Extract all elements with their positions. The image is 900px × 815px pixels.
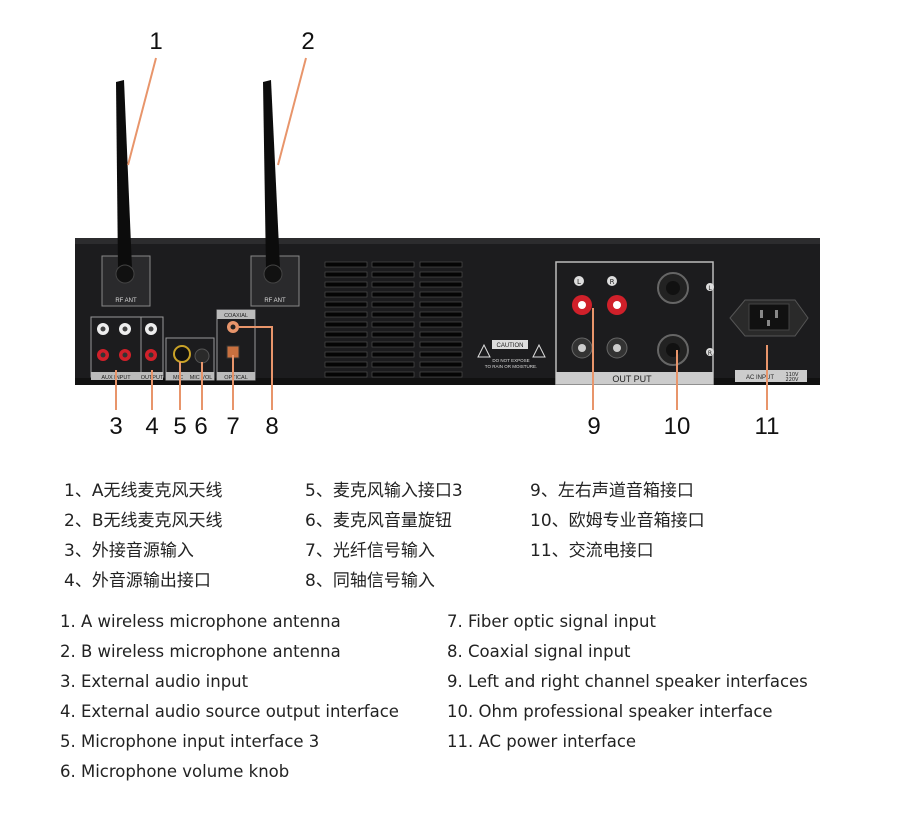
- callout-3: 3: [109, 413, 123, 440]
- svg-text:DO NOT EXPOSE: DO NOT EXPOSE: [492, 358, 529, 363]
- rf-ant-label: RF ANT: [115, 298, 137, 304]
- binding-post-terminals: [571, 295, 628, 359]
- legend-zh-item: 11、交流电接口: [530, 541, 654, 561]
- vent-slot: [324, 371, 368, 378]
- left-channel-label: L: [577, 278, 581, 286]
- vent-slot: [324, 291, 368, 298]
- vent-slot: [371, 361, 415, 368]
- legend-zh-item: 2、B无线麦克风天线: [64, 511, 223, 531]
- device-illustration: RF ANT RF ANT AUX INPUT OUTPUT MIC MIC V…: [75, 57, 820, 410]
- legend-zh-item: 3、外接音源输入: [64, 541, 194, 561]
- vent-slot: [371, 281, 415, 288]
- vent-slot: [324, 311, 368, 318]
- callout-10: 10: [663, 413, 691, 440]
- vent-slot: [324, 361, 368, 368]
- aux-output-jacks: [145, 323, 157, 361]
- vent-slot: [371, 301, 415, 308]
- legend-zh-item: 9、左右声道音箱接口: [530, 481, 694, 501]
- callout-1: 1: [149, 28, 163, 55]
- vent-slot: [419, 351, 463, 358]
- rf-ant-label: RF ANT: [264, 298, 286, 304]
- vent-slot: [419, 371, 463, 378]
- vent-slot: [324, 321, 368, 328]
- legend-zh-item: 10、欧姆专业音箱接口: [530, 511, 705, 531]
- ac-power-inlet: [729, 299, 809, 337]
- vent-slot: [371, 311, 415, 318]
- vent-slot: [324, 351, 368, 358]
- vent-slot: [371, 371, 415, 378]
- voltage-220-label: 220V: [786, 377, 800, 383]
- legend-en-item: 2. B wireless microphone antenna: [60, 642, 341, 661]
- legend-zh-item: 1、A无线麦克风天线: [64, 481, 223, 501]
- coaxial-label: COAXIAL: [224, 313, 248, 319]
- aux-input-jacks: [97, 323, 131, 361]
- svg-text:TO RAIN OR MOISTURE.: TO RAIN OR MOISTURE.: [485, 364, 537, 369]
- callout-9: 9: [587, 413, 601, 440]
- vent-slot: [324, 281, 368, 288]
- vent-slot: [371, 331, 415, 338]
- legend-en-item: 9. Left and right channel speaker interf…: [447, 672, 808, 691]
- vent-slot: [419, 311, 463, 318]
- caution-label: CAUTION DO NOT EXPOSE TO RAIN OR MOISTUR…: [477, 340, 546, 369]
- vent-slot: [419, 331, 463, 338]
- legend-en-item: 3. External audio input: [60, 672, 249, 691]
- legend-en-item: 8. Coaxial signal input: [447, 642, 631, 661]
- vent-slot: [371, 351, 415, 358]
- svg-text:CAUTION: CAUTION: [497, 343, 524, 349]
- legend-zh-item: 7、光纤信号输入: [305, 541, 435, 561]
- vent-slot: [419, 361, 463, 368]
- vent-slot: [371, 271, 415, 278]
- speakon-left-label: L: [708, 285, 712, 292]
- output-label: OUT PUT: [612, 374, 652, 384]
- legend-zh-item: 5、麦克风输入接口3: [305, 481, 463, 501]
- vent-slot: [324, 271, 368, 278]
- mic-input-jack: [173, 345, 191, 363]
- callout-leader-lines: [115, 57, 768, 410]
- voltage-110-label: 110V: [786, 372, 800, 378]
- ventilation-grille: [324, 261, 463, 378]
- legend-en-item: 10. Ohm professional speaker interface: [447, 702, 773, 721]
- vent-slot: [371, 261, 415, 268]
- legend-en-item: 11. AC power interface: [447, 732, 637, 751]
- callout-7: 7: [226, 413, 240, 440]
- legend-zh-item: 4、外音源输出接口: [64, 571, 211, 591]
- callout-2: 2: [301, 28, 315, 55]
- vent-slot: [419, 321, 463, 328]
- vent-slot: [419, 341, 463, 348]
- callout-6: 6: [194, 413, 208, 440]
- vent-slot: [371, 341, 415, 348]
- vent-slot: [324, 331, 368, 338]
- callout-8: 8: [265, 413, 279, 440]
- callout-4: 4: [145, 413, 159, 440]
- legend-zh-item: 8、同轴信号输入: [305, 571, 435, 591]
- vent-slot: [371, 321, 415, 328]
- vent-slot: [419, 281, 463, 288]
- legend-en-item: 5. Microphone input interface 3: [60, 732, 320, 751]
- legend-en-item: 7. Fiber optic signal input: [447, 612, 656, 631]
- callout-5: 5: [173, 413, 187, 440]
- antenna-a: [116, 80, 132, 270]
- right-channel-label: R: [610, 278, 615, 286]
- mic-volume-knob: [194, 348, 210, 364]
- legend-en-item: 4. External audio source output interfac…: [60, 702, 399, 721]
- optical-label: OPTICAL: [224, 375, 248, 381]
- vent-slot: [419, 261, 463, 268]
- antenna-b: [263, 80, 280, 270]
- legend-en-item: 1. A wireless microphone antenna: [60, 612, 341, 631]
- vent-slot: [324, 341, 368, 348]
- legend-zh-item: 6、麦克风音量旋钮: [305, 511, 452, 531]
- vent-slot: [371, 291, 415, 298]
- callout-11: 11: [754, 413, 780, 440]
- vent-slot: [324, 261, 368, 268]
- mic-label: MIC: [173, 375, 183, 381]
- vent-slot: [419, 271, 463, 278]
- vent-slot: [324, 301, 368, 308]
- speakon-right-label: R: [708, 350, 712, 357]
- legend-en-item: 6. Microphone volume knob: [60, 762, 290, 781]
- vent-slot: [419, 301, 463, 308]
- vent-slot: [419, 291, 463, 298]
- ac-input-label: AC INPUT: [746, 375, 774, 381]
